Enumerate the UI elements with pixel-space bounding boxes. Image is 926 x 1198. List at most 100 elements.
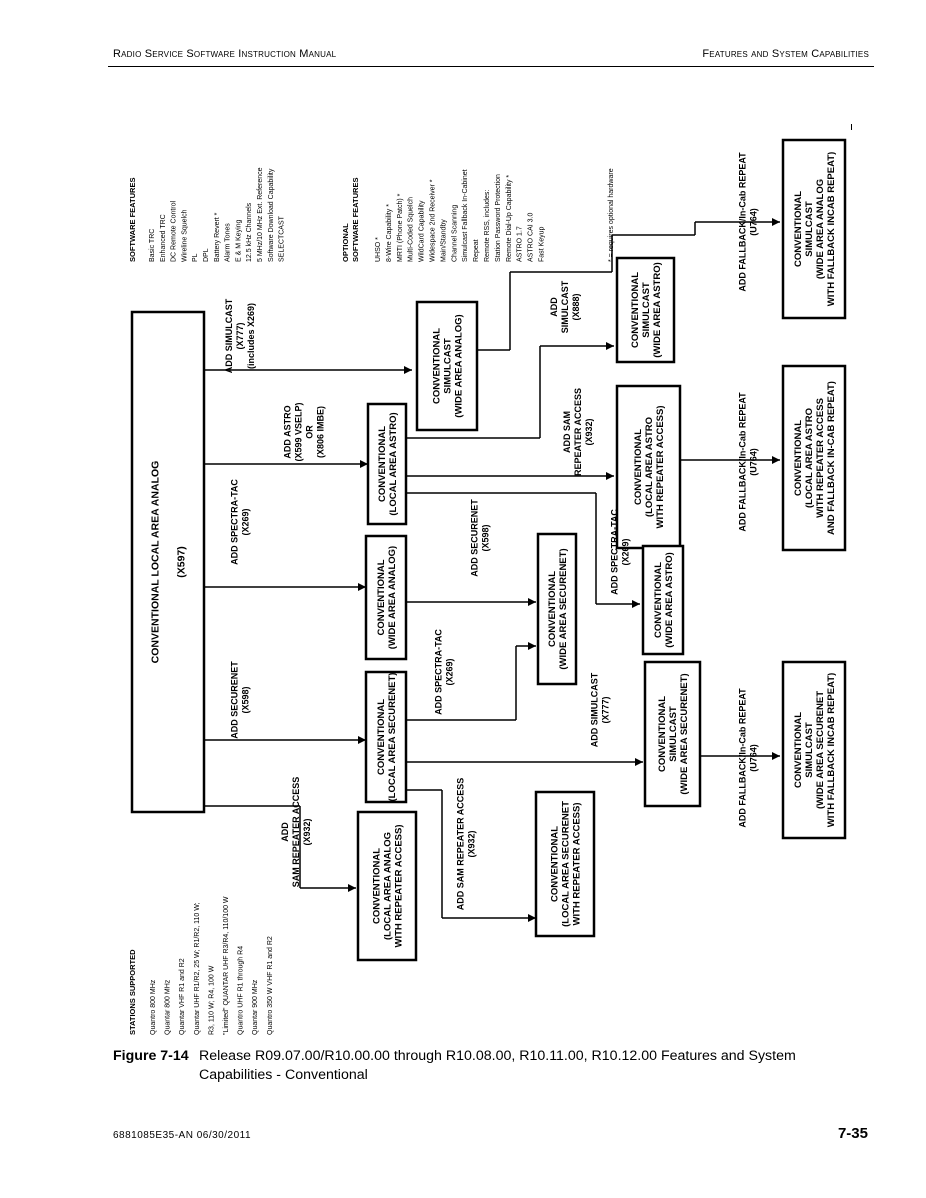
software-feature-item: DPL bbox=[203, 248, 210, 262]
label-add-astro-line: ADD ASTRO bbox=[283, 405, 293, 458]
station-item: Quantro 350 W VHF R1 and R2 bbox=[267, 936, 274, 1035]
label-add-sam-repeater-access-line: ADD SAM bbox=[562, 411, 572, 453]
station-item: Quantar VHF R1 and R2 bbox=[179, 958, 186, 1035]
box-local-area-securenet bbox=[364, 670, 408, 804]
optional-feature-item: Channel Scanning bbox=[451, 205, 458, 262]
label-add-spectra-tac-line: (X269) bbox=[621, 538, 631, 565]
label-add-fallback: ADD FALLBACK/In-Cab REPEAT(U764) bbox=[738, 688, 759, 828]
label-add-fallback-line: ADD FALLBACK/In-Cab REPEAT bbox=[738, 688, 748, 828]
optional-feature-item: Station Password Protection bbox=[495, 174, 502, 262]
station-item: Quantar UHF R1/R2, 25 W; R1/R2, 110 W; bbox=[194, 902, 201, 1035]
label-add-sam-repeater-access-line: (X932) bbox=[467, 830, 477, 857]
box-wide-area-simulcast-analog-text-line: (WIDE AREA ANALOG) bbox=[453, 314, 464, 417]
label-add-astro-line: (X599 VSELP) bbox=[294, 402, 304, 461]
document-number: 6881085E35-AN 06/30/2011 bbox=[113, 1130, 252, 1141]
box-local-area-astro-repeater-text-line: CONVENTIONAL bbox=[633, 429, 644, 505]
label-add-simulcast-line: (X888) bbox=[571, 293, 581, 320]
optional-features-title: OPTIONAL bbox=[341, 223, 350, 262]
box-local-area-analog-repeater-text-line: (LOCAL AREA ANALOG bbox=[382, 832, 393, 940]
optional-feature-item: Remote RSS, includes: bbox=[484, 190, 491, 262]
box-local-area-astro-text-line: CONVENTIONAL bbox=[377, 426, 388, 502]
box-fallback-securenet-text-line: CONVENTIONAL bbox=[793, 712, 804, 788]
software-feature-item: Battery Revert * bbox=[214, 212, 221, 262]
optional-features-title: SOFTWARE FEATURES bbox=[351, 178, 360, 262]
box-local-area-analog-repeater-text-line: CONVENTIONAL bbox=[371, 848, 382, 924]
box-fallback-astro-text-line: CONVENTIONAL bbox=[793, 420, 804, 496]
software-feature-item: Alarm Tones bbox=[225, 223, 232, 262]
box-conventional-local-area-analog-text-line: (X597) bbox=[176, 546, 188, 578]
label-add-spectra-tac-line: ADD SPECTRA-TAC bbox=[230, 479, 240, 565]
header-manual-title: Radio Service Software Instruction Manua… bbox=[113, 48, 337, 60]
box-wide-area-astro-text-line: (WIDE AREA ASTRO) bbox=[664, 552, 675, 648]
label-add-simulcast-line: ADD SIMULCAST bbox=[590, 672, 600, 747]
box-fallback-astro-text-line: WITH REPEATER ACCESS bbox=[815, 398, 826, 518]
optional-feature-item: Remote Dial-Up Capability * bbox=[506, 175, 513, 262]
optional-feature-item: Simulcast Fallback In-Cabinet bbox=[462, 169, 469, 262]
box-wide-area-securenet-text-line: CONVENTIONAL bbox=[547, 571, 558, 647]
box-local-area-astro bbox=[366, 402, 408, 526]
label-add-simulcast-line: (X777) bbox=[601, 696, 611, 723]
box-simulcast-astro-text-line: (WIDE AREA ASTRO) bbox=[652, 262, 663, 358]
box-conventional-local-area-analog bbox=[130, 310, 206, 814]
box-conventional-local-area-analog-text-line: CONVENTIONAL LOCAL AREA ANALOG bbox=[150, 461, 162, 664]
box-wide-area-simulcast-analog-text-line: CONVENTIONAL bbox=[431, 328, 442, 404]
station-item: Quantar 800 MHz bbox=[165, 979, 172, 1035]
label-add-spectra-tac-line: (X269) bbox=[445, 658, 455, 685]
label-add-spectra-tac-line: ADD SPECTRA-TAC bbox=[434, 629, 444, 715]
box-fallback-astro-text-line: (LOCAL AREA ASTRO bbox=[804, 408, 815, 508]
optional-feature-item: MRTI (Phone Patch) * bbox=[397, 193, 404, 262]
optional-feature-item: Repeat bbox=[473, 239, 480, 262]
label-add-sam-repeater-access-line: (X932) bbox=[584, 418, 594, 445]
label-add-simulcast-line: (X777) bbox=[235, 322, 245, 349]
optional-feature-item: ASTRO 1.7 bbox=[517, 226, 524, 262]
box-fallback-securenet-text-line: WITH FALLBACK INCAB REPEAT) bbox=[826, 673, 837, 827]
box-wide-area-simulcast-analog-text-line: SIMULCAST bbox=[442, 338, 453, 394]
caption-line-1: Release R09.07.00/R10.00.00 through R10.… bbox=[199, 1048, 796, 1064]
label-add-fallback-line: (U764) bbox=[749, 208, 759, 236]
box-wide-area-analog bbox=[364, 534, 408, 661]
optional-feature-item: Fast Keyup bbox=[539, 226, 546, 262]
header-section-title: Features and System Capabilities bbox=[702, 48, 869, 60]
label-add-spectra-tac: ADD SPECTRA-TAC(X269) bbox=[230, 479, 251, 565]
label-add-sam-repeater-access-line: SAM REPEATER ACCESS bbox=[291, 777, 301, 888]
box-local-area-astro-repeater-text-line: WITH REPEATER ACCESS) bbox=[655, 406, 666, 529]
software-feature-item: Software Download Capability bbox=[268, 168, 275, 262]
box-simulcast-securenet-text-line: (WIDE AREA SECURENET) bbox=[679, 673, 690, 794]
box-simulcast-securenet-text-line: SIMULCAST bbox=[668, 706, 679, 762]
box-wide-area-securenet-text-line: (WIDE AREA SECURENET) bbox=[558, 548, 569, 669]
label-add-fallback-line: (U764) bbox=[749, 744, 759, 772]
features-footnote: * = requires optional hardware bbox=[608, 168, 615, 262]
optional-feature-item: 8-Wire Capability * bbox=[386, 204, 393, 262]
label-add-securenet-line: (X598) bbox=[481, 524, 491, 551]
box-fallback-securenet-text-line: (WIDE AREA SECURENET bbox=[815, 691, 826, 809]
box-fallback-analog-text-line: WITH FALLBACK INCAB REPEAT) bbox=[826, 152, 837, 306]
optional-feature-item: Widespace 2nd Receiver * bbox=[430, 179, 437, 262]
box-simulcast-astro bbox=[615, 256, 676, 364]
label-add-sam-repeater-access-line: REPEATER ACCESS bbox=[573, 388, 583, 476]
label-add-astro-line: OR bbox=[305, 425, 315, 439]
label-add-simulcast: ADD SIMULCAST(X777) bbox=[590, 672, 611, 747]
box-local-area-securenet-text-line: CONVENTIONAL bbox=[376, 699, 387, 775]
software-feature-item: Wireline Squelch bbox=[181, 209, 188, 262]
station-item: R3, 110 W; R4, 100 W bbox=[208, 965, 215, 1035]
box-simulcast-securenet-text-line: CONVENTIONAL bbox=[657, 696, 668, 772]
box-local-area-securenet-repeater-text-line: (LOCAL AREA SECURENET bbox=[560, 801, 571, 927]
optional-feature-item: WildCard Capability bbox=[419, 200, 426, 262]
label-add-astro-line: (X806 IMBE) bbox=[316, 406, 326, 458]
box-local-area-astro-text: CONVENTIONAL(LOCAL AREA ASTRO) bbox=[377, 412, 399, 515]
stations-title: STATIONS SUPPORTED bbox=[128, 949, 137, 1035]
box-simulcast-securenet bbox=[643, 660, 702, 808]
label-add-spectra-tac-line: (X269) bbox=[241, 508, 251, 535]
label-add-sam-repeater-access: ADD SAM REPEATER ACCESS(X932) bbox=[456, 778, 477, 911]
label-add-fallback-line: ADD FALLBACK/In-Cab REPEAT bbox=[738, 152, 748, 292]
box-wide-area-astro bbox=[641, 544, 685, 656]
